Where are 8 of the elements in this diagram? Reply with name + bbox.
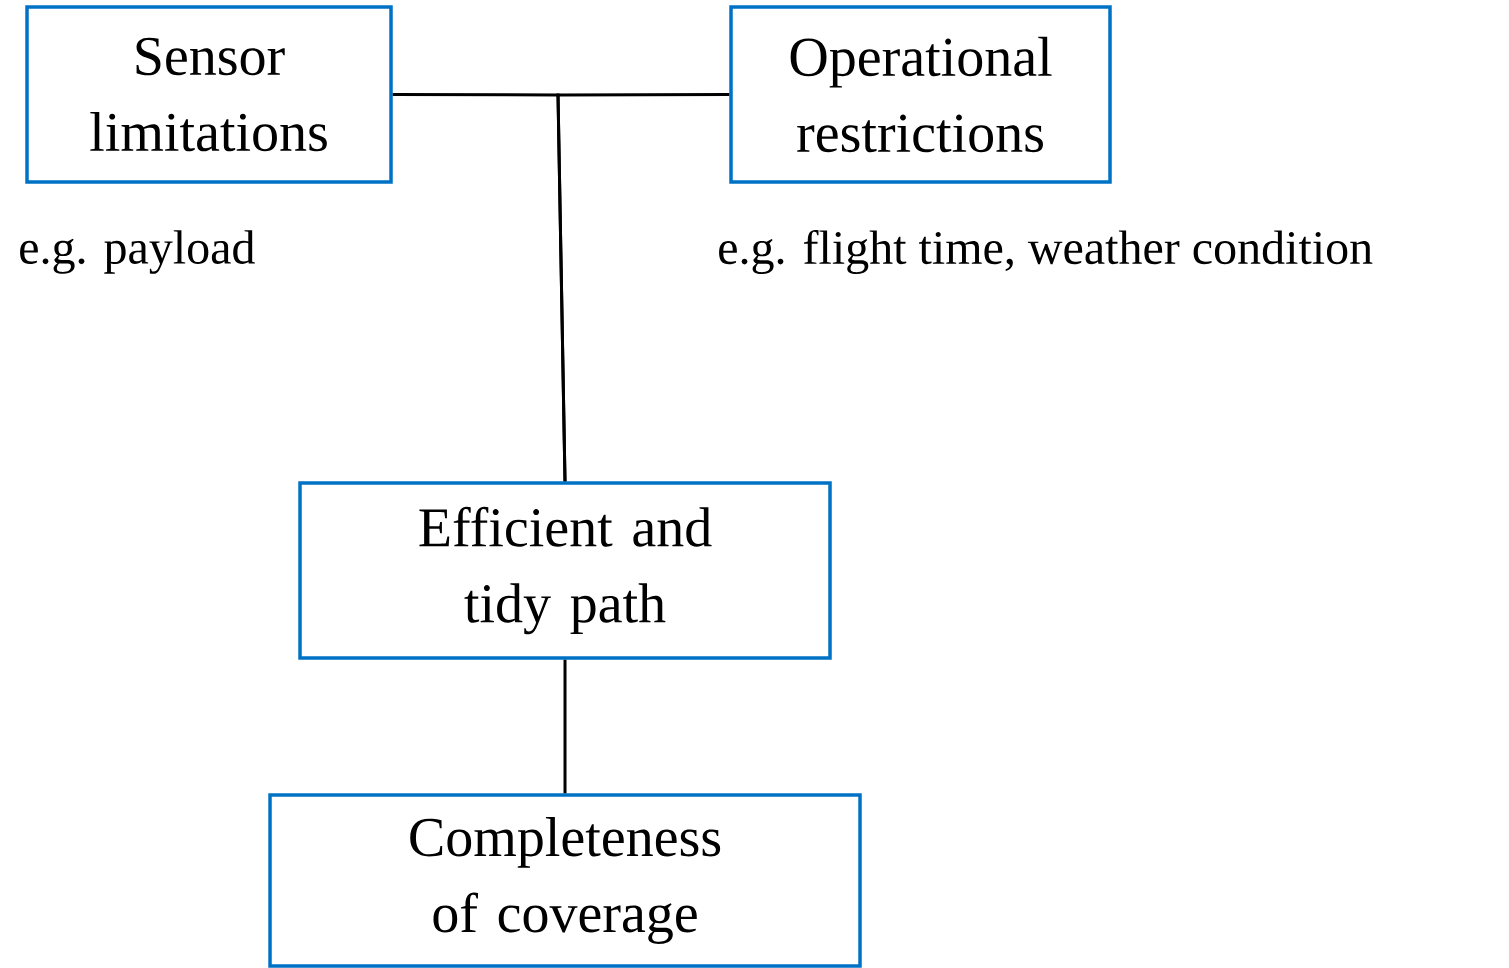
connector-line bbox=[556, 93, 730, 482]
example-note: e.g. payload bbox=[20, 230, 255, 274]
connector-line bbox=[563, 659, 567, 794]
text-box: Efficient and tidy path bbox=[298, 481, 832, 660]
text-box: Completeness of coverage bbox=[268, 793, 862, 968]
text-box: Sensor limitations bbox=[25, 5, 393, 184]
example-note: e.g. flight time, weather condition bbox=[719, 229, 1373, 275]
text-box: Operational restrictions bbox=[729, 5, 1112, 184]
